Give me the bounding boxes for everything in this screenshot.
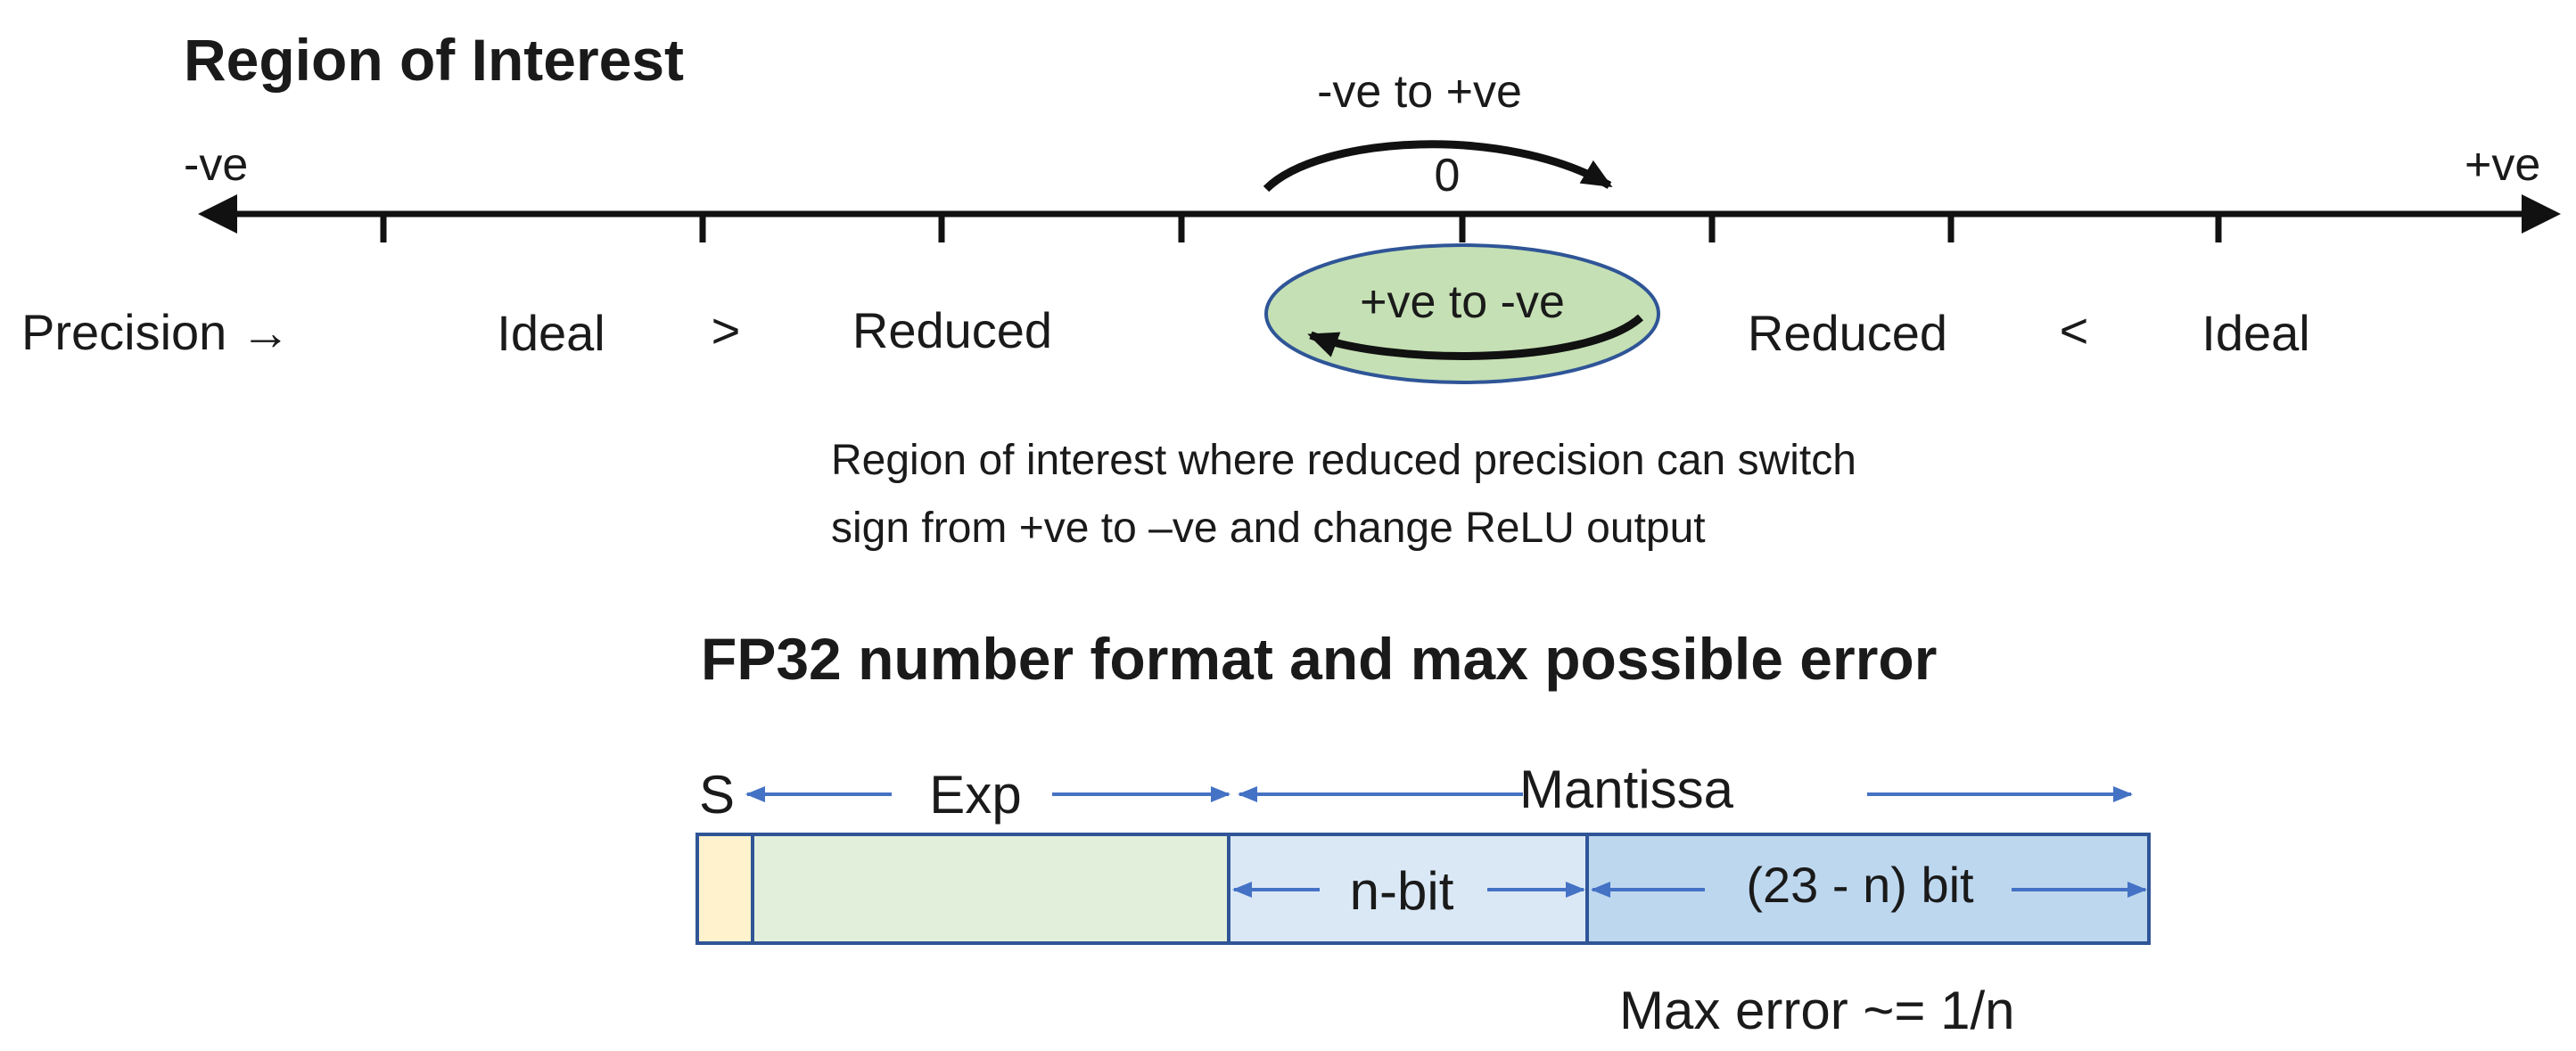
left-ideal-label: Ideal [497, 305, 605, 361]
neg-to-pos-curved-arrow [1263, 140, 1613, 193]
nbit-label: n-bit [1350, 861, 1454, 921]
right-arrowhead [2522, 194, 2561, 234]
region-title: Region of Interest [184, 27, 684, 93]
left-arrowhead [198, 194, 237, 234]
pos-end-label: +ve [2465, 139, 2540, 191]
right-ideal-label: Ideal [2202, 305, 2309, 361]
left-reduced-label: Reduced [852, 302, 1052, 358]
left-comparator: > [712, 302, 741, 358]
sign-bit-box [695, 833, 754, 945]
pos-to-neg-curved-arrow [1307, 314, 1644, 360]
max-error-label: Max error ~= 1/n [1619, 981, 2015, 1040]
exp-label: Exp [929, 765, 1021, 825]
exponent-box [751, 833, 1230, 945]
rest-bits-label: (23 - n) bit [1746, 857, 1974, 913]
fp32-title: FP32 number format and max possible erro… [701, 626, 1937, 692]
number-line [198, 194, 2561, 242]
precision-label: Precision → [21, 304, 291, 360]
sign-flip-ellipse: +ve to -ve [1264, 243, 1660, 384]
tick-marks [380, 214, 2222, 242]
note-line-2: sign from +ve to –ve and change ReLU out… [831, 505, 1706, 552]
sign-label: S [699, 765, 735, 825]
note-line-1: Region of interest where reduced precisi… [831, 437, 1856, 484]
right-comparator: < [2060, 302, 2089, 358]
neg-end-label: -ve [184, 139, 248, 191]
top-arrow-label: -ve to +ve [1317, 66, 1522, 118]
zero-label: 0 [1435, 150, 1461, 201]
mantissa-label: Mantissa [1519, 760, 1734, 819]
ellipse-label: +ve to -ve [1360, 276, 1565, 328]
right-reduced-label: Reduced [1748, 305, 1947, 361]
